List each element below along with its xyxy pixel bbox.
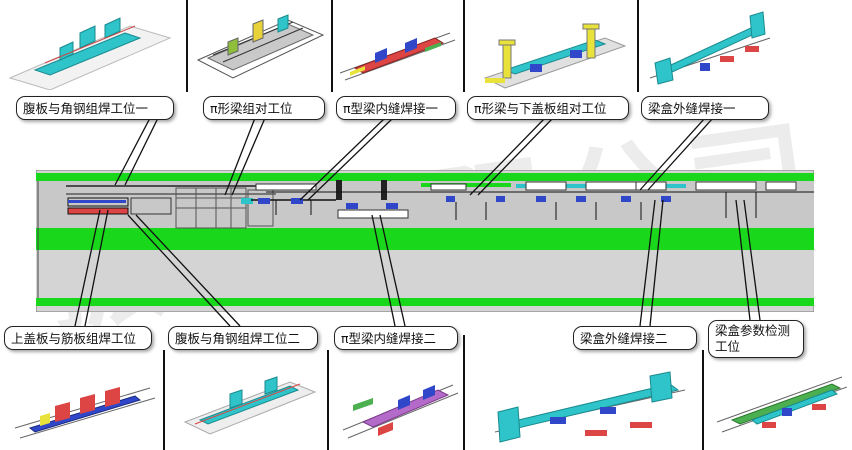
thumbnail-pi-beam-inner-weld-2 (342, 384, 459, 439)
label-web-angle-welding-2: 腹板与角钢组焊工位二 (168, 326, 318, 350)
label-box-outer-weld-1: 梁盒外缝焊接一 (641, 96, 769, 120)
separator-line (331, 0, 333, 92)
thumbnail-box-parameter-inspection (716, 376, 847, 433)
thumbnail-box-outer-weld-2 (494, 371, 686, 443)
thumbnail-box-outer-weld-1 (649, 11, 771, 85)
label-box-parameter-inspection: 梁盒参数检测工位 (708, 320, 804, 358)
separator-line (702, 350, 704, 450)
separator-line (463, 0, 465, 92)
label-web-angle-welding-1: 腹板与角钢组焊工位一 (16, 96, 174, 120)
label-box-outer-weld-2: 梁盒外缝焊接二 (573, 326, 697, 350)
separator-line (186, 0, 188, 92)
thumbnail-pi-beam-bottom-plate-assembly (483, 23, 627, 89)
thumbnail-top-plate-rib-welding (14, 387, 156, 439)
label-pi-beam-inner-weld-2: π型梁内缝焊接二 (334, 326, 458, 350)
label-pi-beam-inner-weld-1: π型梁内缝焊接一 (336, 96, 456, 120)
thumbnail-web-angle-welding-1 (8, 17, 172, 90)
label-top-plate-rib-welding: 上盖板与筋板组焊工位 (4, 326, 152, 350)
separator-line (327, 350, 329, 450)
separator-line (637, 0, 639, 92)
separator-line (463, 335, 465, 450)
label-pi-beam-assembly: π形梁组对工位 (203, 96, 325, 120)
thumbnail-web-angle-welding-2 (183, 376, 317, 435)
factory-floor-plan (36, 170, 814, 312)
thumbnail-pi-beam-assembly (196, 14, 325, 79)
separator-line (163, 350, 165, 450)
label-pi-beam-bottom-plate-assembly: π形梁与下盖板组对工位 (467, 96, 629, 120)
thumbnail-pi-beam-inner-weld-1 (339, 32, 456, 81)
